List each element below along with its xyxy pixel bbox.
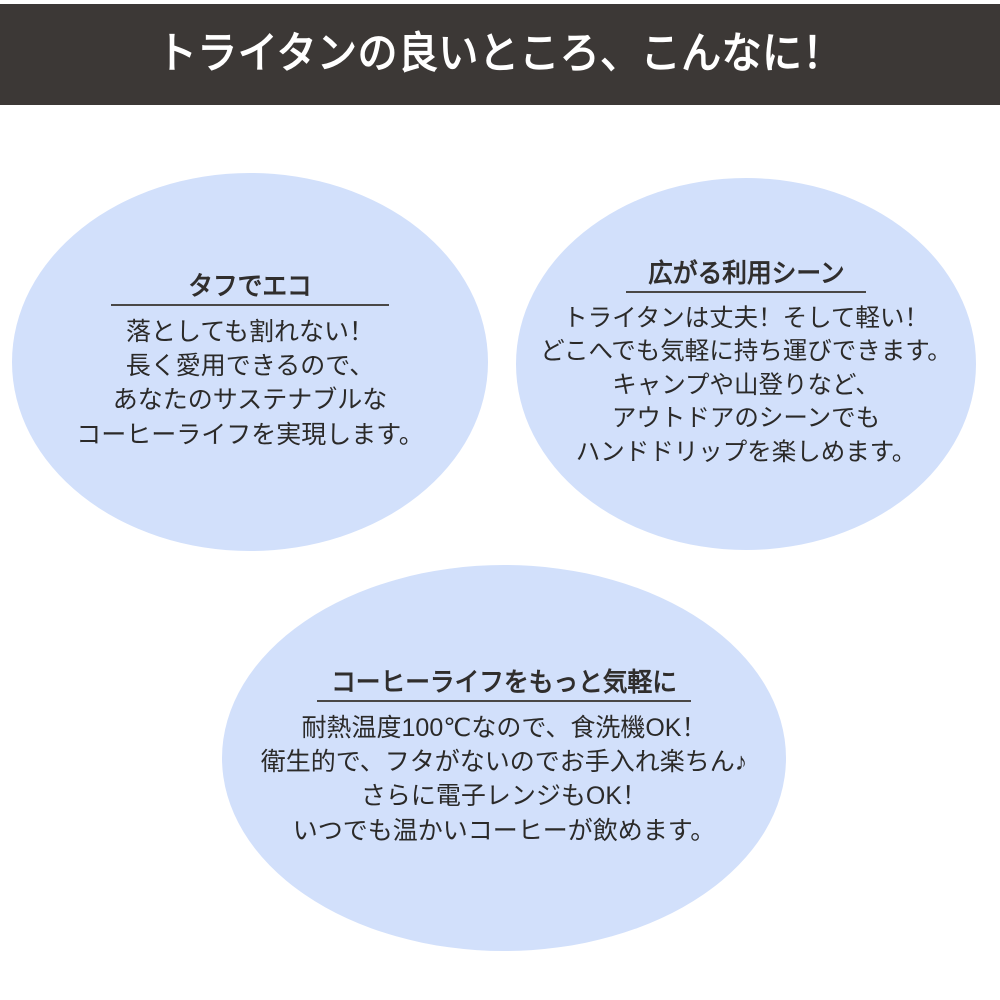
heading-divider: [626, 290, 866, 293]
card-body-line: いつでも温かいコーヒーが飲めます。: [292, 816, 716, 845]
card-body-line: あなたのサステナブルな: [112, 386, 388, 415]
card-content: 広がる利用シーン トライタンは丈夫！そして軽い！ どこへでも気軽に持ち運びできま…: [516, 257, 976, 470]
card-body-line: どこへでも気軽に持ち運びできます。: [540, 338, 952, 366]
card-content: コーヒーライフをもっと気軽に 耐熱温度100℃なので、食洗機OK！ 衛生的で、フ…: [222, 667, 786, 848]
card-content: タフでエコ 落としても割れない！ 長く愛用できるので、 あなたのサステナブルな …: [12, 271, 488, 452]
card-body: トライタンは丈夫！そして軽い！ どこへでも気軽に持ち運びできます。 キャンプや山…: [540, 302, 952, 470]
card-body: 落としても割れない！ 長く愛用できるので、 あなたのサステナブルな コーヒーライ…: [76, 315, 424, 452]
card-body-line: 耐熱温度100℃なので、食洗機OK！: [301, 713, 707, 742]
heading-divider: [111, 303, 389, 306]
card-body-line: 落としても割れない！: [125, 317, 374, 346]
card-body-line: ハンドドリップを楽しめます。: [575, 438, 917, 466]
card-body-line: アウトドアのシーンでも: [611, 405, 881, 433]
card-body-line: 長く愛用できるので、: [125, 352, 375, 381]
page-title: トライタンの良いところ、こんなに！: [156, 30, 844, 78]
card-body-line: さらに電子レンジもOK！: [360, 782, 648, 811]
card-body-line: 衛生的で、フタがないのでお手入れ楽ちん♪: [260, 748, 748, 777]
feature-card-tough-eco: タフでエコ 落としても割れない！ 長く愛用できるので、 あなたのサステナブルな …: [12, 173, 488, 551]
header-banner: トライタンの良いところ、こんなに！: [0, 4, 1000, 105]
feature-card-casual-coffee-life: コーヒーライフをもっと気軽に 耐熱温度100℃なので、食洗機OK！ 衛生的で、フ…: [222, 565, 786, 951]
card-heading: コーヒーライフをもっと気軽に: [331, 667, 677, 698]
card-heading: タフでエコ: [188, 271, 312, 302]
card-body-line: キャンプや山登りなど、: [612, 371, 880, 399]
card-body-line: トライタンは丈夫！そして軽い！: [563, 304, 929, 332]
feature-card-use-scenes: 広がる利用シーン トライタンは丈夫！そして軽い！ どこへでも気軽に持ち運びできま…: [516, 178, 976, 550]
heading-divider: [317, 699, 691, 702]
card-body-line: コーヒーライフを実現します。: [76, 420, 424, 449]
card-body: 耐熱温度100℃なので、食洗機OK！ 衛生的で、フタがないのでお手入れ楽ちん♪ …: [261, 711, 748, 848]
card-heading: 広がる利用シーン: [647, 257, 845, 288]
